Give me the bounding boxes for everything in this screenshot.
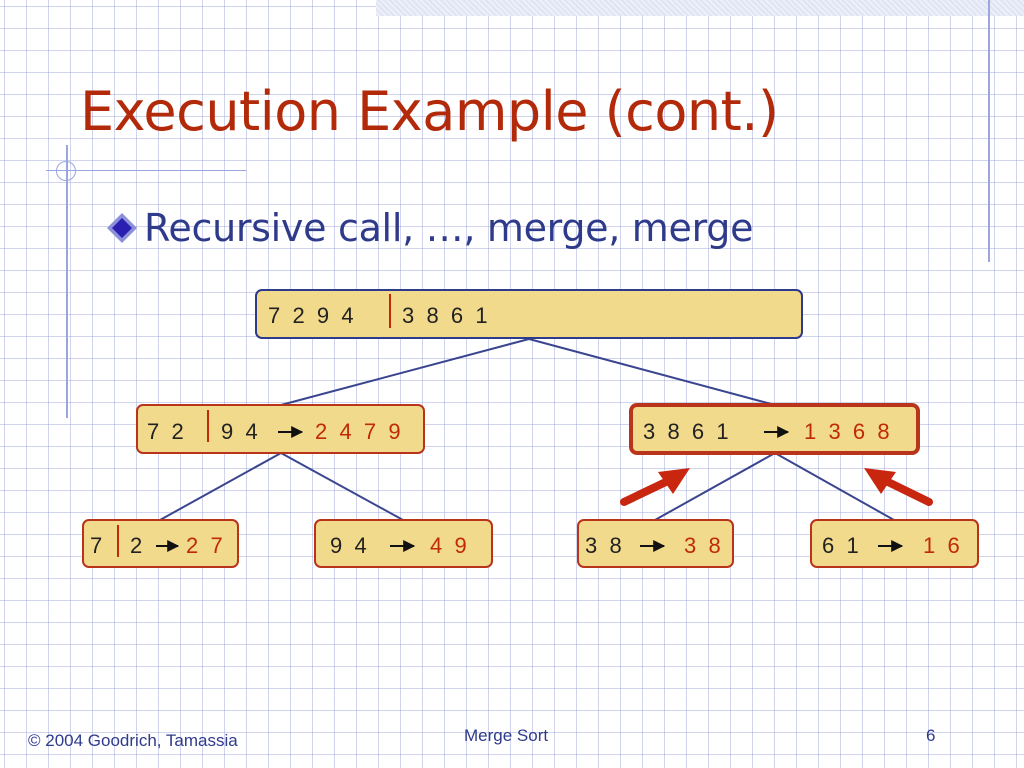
node-left-values: 7 2 bbox=[147, 419, 184, 444]
top-decorative-band bbox=[376, 0, 1024, 16]
node-right-values: 9 4 bbox=[221, 419, 258, 444]
slide-title: Execution Example (cont.) bbox=[80, 80, 779, 143]
node-leaf-3: 3 8 3 8 bbox=[577, 519, 734, 568]
node-left-values: 7 2 9 4 bbox=[268, 303, 354, 328]
node-right-values: 3 8 6 1 bbox=[402, 303, 488, 328]
footer-copyright: © 2004 Goodrich, Tamassia bbox=[28, 731, 238, 750]
node-left-values: 3 8 bbox=[585, 533, 622, 558]
node-leaf-4: 6 1 1 6 bbox=[810, 519, 979, 568]
node-box bbox=[629, 403, 920, 455]
pointer-arrow-left-icon bbox=[620, 468, 690, 506]
crosshair-ornament bbox=[56, 161, 76, 181]
node-left-values: 6 1 bbox=[822, 533, 859, 558]
footer-page-number: 6 bbox=[926, 726, 936, 745]
node-result-values: 1 6 bbox=[923, 533, 960, 558]
edge-right-leaf3 bbox=[654, 452, 776, 521]
node-result-values: 4 9 bbox=[430, 533, 467, 558]
node-leaf-1: 7 2 2 7 bbox=[82, 519, 239, 568]
node-left-child: 7 2 9 4 2 4 7 9 bbox=[136, 404, 425, 454]
node-box bbox=[255, 289, 803, 339]
edge-right-leaf4 bbox=[774, 452, 895, 521]
node-leaf-2: 9 4 4 9 bbox=[314, 519, 493, 568]
node-box bbox=[82, 519, 239, 568]
footer-topic: Merge Sort bbox=[464, 726, 549, 745]
node-right-child: 3 8 6 1 1 3 6 8 bbox=[629, 403, 920, 455]
node-result-values: 3 8 bbox=[684, 533, 721, 558]
diamond-bullet-icon bbox=[107, 213, 137, 243]
node-left-values: 9 4 bbox=[330, 533, 367, 558]
edge-left-leaf1 bbox=[159, 452, 282, 521]
right-accent-line bbox=[988, 0, 990, 262]
node-right-values: 2 bbox=[130, 533, 142, 558]
pointer-arrow-right-icon bbox=[864, 468, 933, 506]
tree-edges bbox=[159, 338, 895, 521]
edge-root-left bbox=[280, 338, 530, 406]
left-accent-line bbox=[66, 145, 68, 418]
node-result-values: 2 4 7 9 bbox=[315, 419, 401, 444]
bullet-text: Recursive call, …, merge, merge bbox=[144, 206, 754, 250]
title-underline bbox=[46, 170, 246, 171]
bullet-item: Recursive call, …, merge, merge bbox=[104, 206, 753, 250]
edge-left-leaf2 bbox=[280, 452, 404, 521]
node-result-values: 2 7 bbox=[186, 533, 223, 558]
node-result-values: 1 3 6 8 bbox=[804, 419, 890, 444]
node-root: 7 2 9 4 3 8 6 1 bbox=[255, 289, 803, 339]
node-left-values: 7 bbox=[90, 533, 102, 558]
node-left-values: 3 8 6 1 bbox=[643, 419, 729, 444]
highlight-arrows bbox=[620, 468, 933, 506]
edge-root-right bbox=[528, 338, 776, 406]
